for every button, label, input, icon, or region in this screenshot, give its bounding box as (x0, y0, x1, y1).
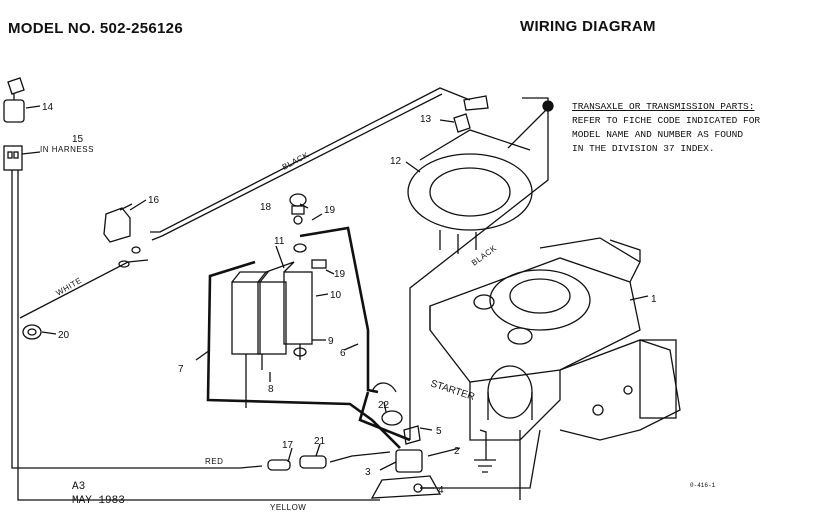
callout-21: 21 (314, 436, 326, 447)
callout-7: 7 (178, 364, 184, 375)
white-wire (19, 259, 149, 319)
engine-block (429, 257, 641, 383)
callout-16: 16 (148, 195, 160, 206)
harness-connector (3, 145, 23, 171)
model-number: MODEL NO. 502-256126 (8, 20, 183, 37)
connector-17 (267, 459, 291, 471)
transaxle-case (407, 153, 533, 231)
engine-flywheel-cover (489, 269, 591, 331)
diagram-title: WIRING DIAGRAM (520, 18, 656, 35)
callout-19-mid: 19 (334, 269, 346, 280)
black-wire-top (150, 87, 471, 233)
relay-3 (283, 271, 313, 345)
callout-11: 11 (274, 236, 285, 247)
callout-13: 13 (420, 114, 432, 125)
callout-6: 6 (340, 348, 346, 359)
starter-motor (487, 365, 533, 419)
key-switch (3, 99, 25, 123)
drawing-code: 0-416-1 (690, 482, 716, 489)
wire-to-solenoid (371, 382, 397, 393)
washer-19 (293, 243, 307, 253)
label-black-engine: BLACK (470, 243, 499, 267)
note-line-2: REFER TO FICHE CODE INDICATED FOR (572, 115, 761, 126)
callout-8: 8 (268, 384, 274, 395)
label-in-harness: IN HARNESS (40, 145, 94, 154)
callout-2: 2 (454, 446, 460, 457)
callout-4: 4 (438, 485, 444, 496)
label-starter: STARTER (429, 378, 476, 403)
starter-solenoid (395, 449, 423, 473)
callout-22: 22 (378, 400, 390, 411)
black-wire-engine (409, 97, 549, 440)
connector-21 (299, 455, 327, 469)
callout-1: 1 (651, 294, 657, 305)
label-yellow: YELLOW (270, 503, 306, 512)
callout-10: 10 (330, 290, 342, 301)
callout-12: 12 (390, 156, 402, 167)
callout-9: 9 (328, 336, 334, 347)
yellow-wire-2 (420, 429, 541, 489)
sheet-ref: A3 (72, 481, 86, 493)
note-line-4: IN THE DIVISION 37 INDEX. (572, 143, 715, 154)
terminal-5 (403, 425, 421, 445)
callout-3: 3 (365, 467, 371, 478)
seat-switch (103, 207, 131, 243)
note-line-3: MODEL NAME AND NUMBER AS FOUND (572, 129, 744, 140)
issue-date: MAY 1983 (72, 495, 125, 507)
note-line-1: TRANSAXLE OR TRANSMISSION PARTS: (572, 101, 755, 112)
relay-2 (257, 281, 287, 355)
harness-wire-left (11, 170, 240, 469)
red-wire (239, 451, 391, 469)
callout-19-top: 19 (324, 205, 336, 216)
transaxle-note: TRANSAXLE OR TRANSMISSION PARTS: REFER T… (572, 100, 760, 156)
grommet (22, 324, 42, 340)
callout-5: 5 (436, 426, 442, 437)
wire-6 (299, 226, 411, 442)
relay-1 (231, 281, 261, 355)
callout-20: 20 (58, 330, 70, 341)
cap-18 (289, 193, 307, 207)
black-wire-top-2 (151, 93, 443, 241)
shift-knob (542, 100, 554, 112)
label-red: RED (205, 457, 223, 466)
callout-18: 18 (260, 202, 272, 213)
wire-7 (206, 260, 401, 449)
callout-14: 14 (42, 102, 54, 113)
neutral-switch (453, 113, 471, 133)
callout-15: 15 (72, 134, 84, 145)
fuse-holder (381, 410, 403, 426)
callout-17: 17 (282, 440, 294, 451)
harness-wire-left-2 (17, 170, 380, 501)
